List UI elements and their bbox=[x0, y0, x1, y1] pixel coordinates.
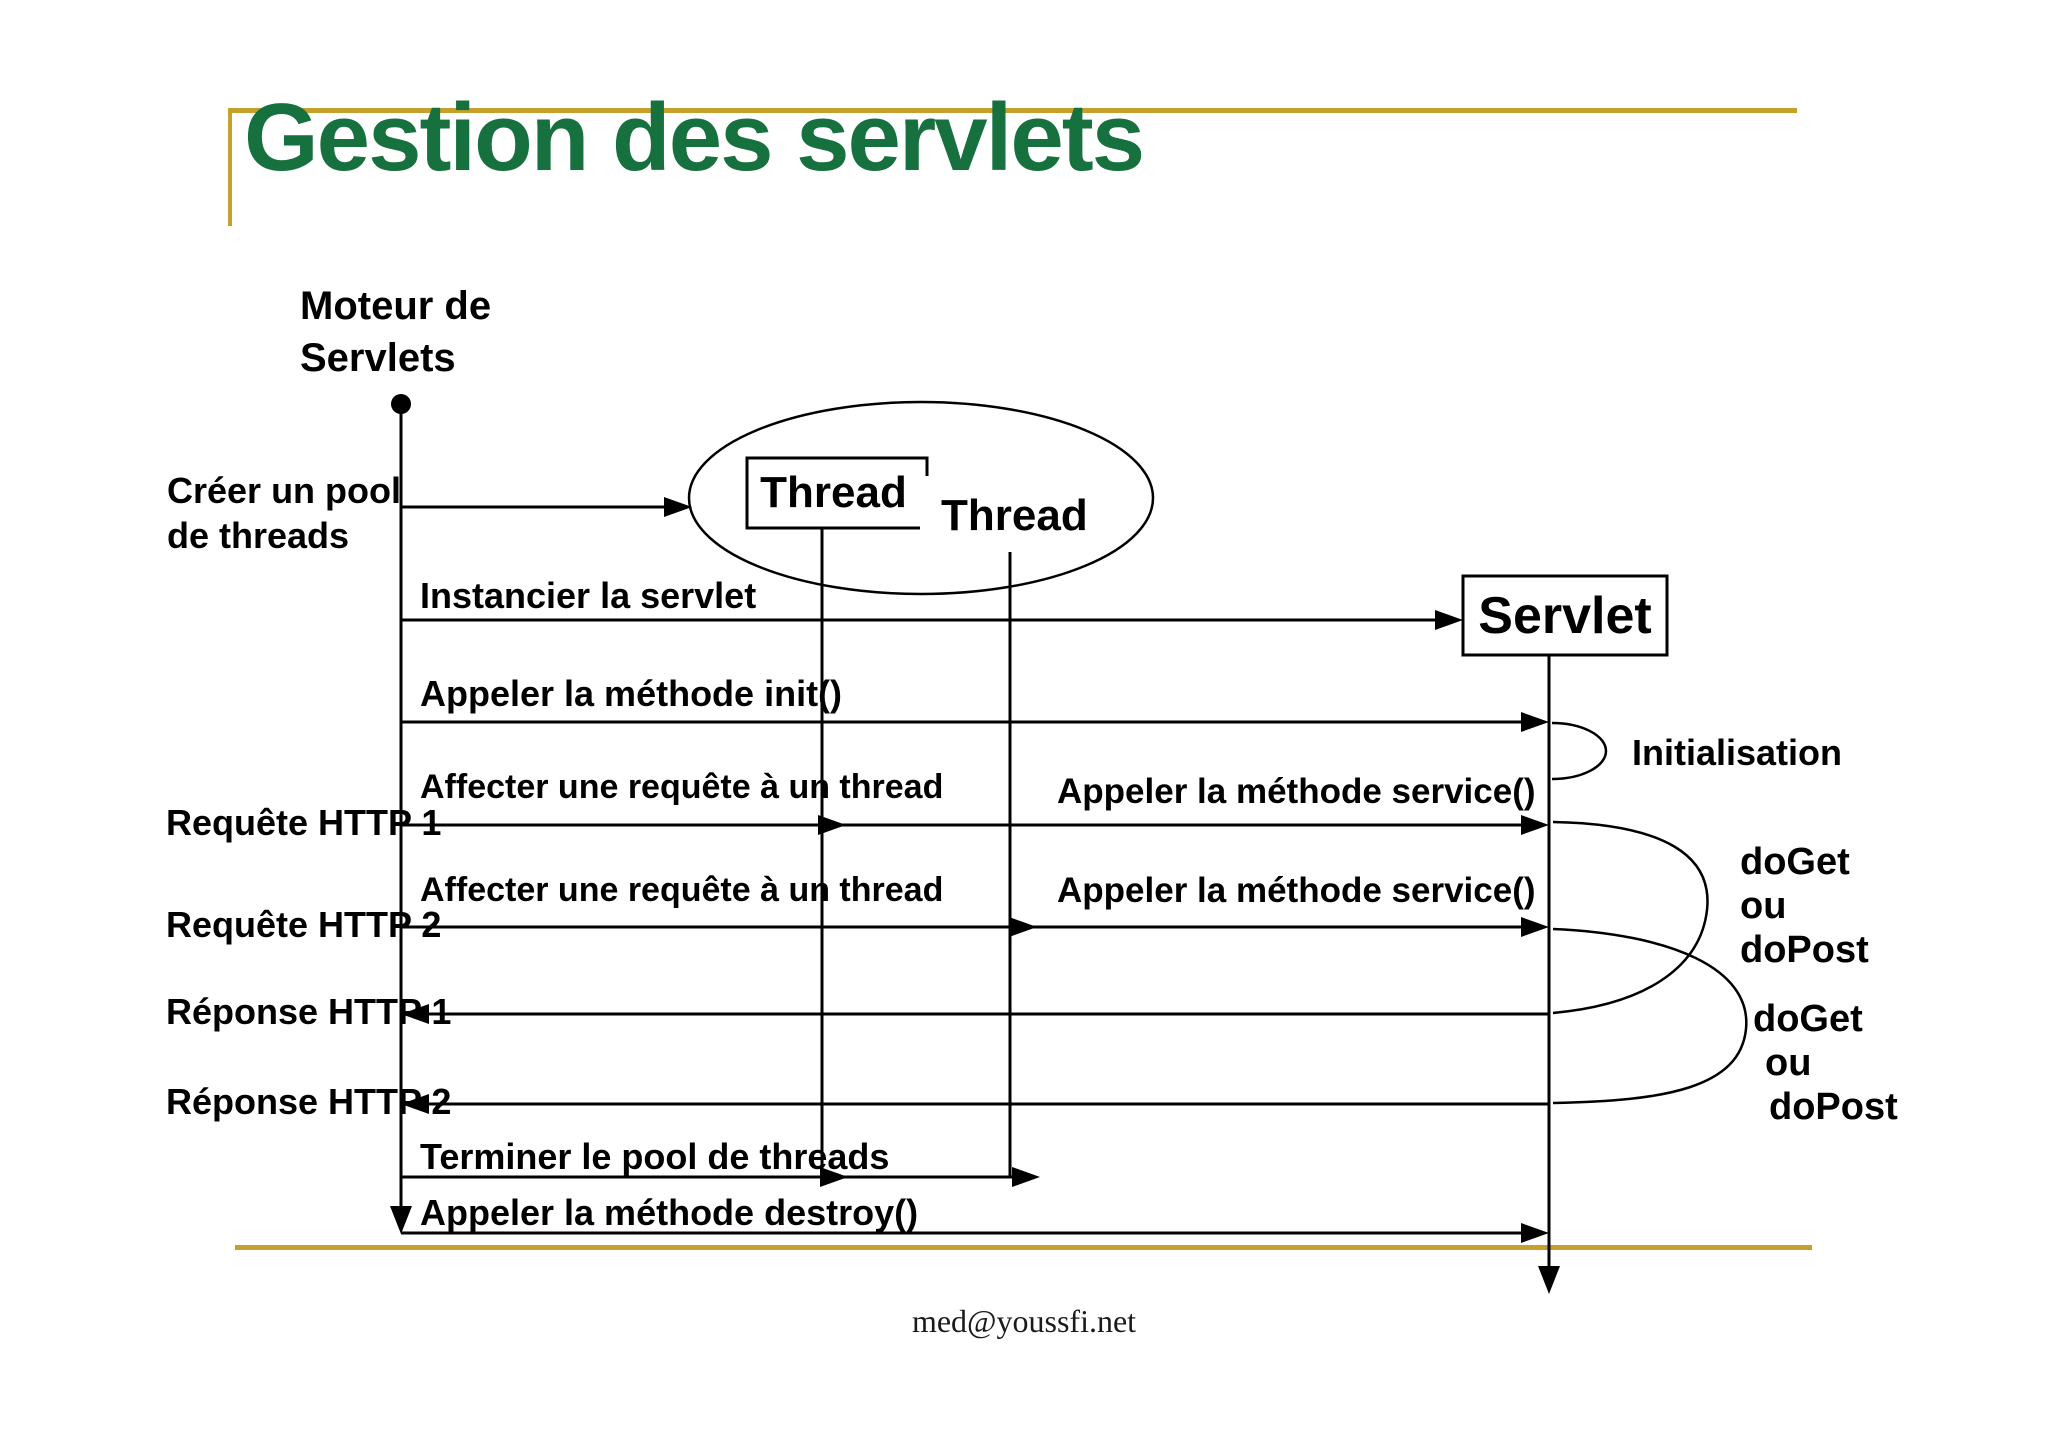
affecter-2-label: Affecter une requête à un thread bbox=[420, 871, 944, 909]
creer-line1: Créer un pool bbox=[167, 470, 402, 511]
servlet-box bbox=[1461, 574, 1669, 657]
arrow-requete2 bbox=[401, 917, 1549, 937]
doget-dopost-label-1: doGet ou doPost bbox=[1740, 840, 1869, 972]
service-1-label: Appeler la méthode service() bbox=[1057, 772, 1536, 811]
title-top-rule bbox=[228, 108, 1797, 113]
terminer-label: Terminer le pool de threads bbox=[420, 1136, 890, 1177]
down-arrowhead-icon bbox=[390, 1206, 412, 1234]
footer-email: med@youssfi.net bbox=[911, 1303, 1137, 1339]
doget-arc-1 bbox=[1552, 820, 1709, 1015]
moteur-line2: Servlets bbox=[300, 336, 456, 380]
service-2-label: Appeler la méthode service() bbox=[1057, 871, 1536, 910]
doget1-line2: ou bbox=[1740, 885, 1787, 928]
mid-arrowhead-thread1 bbox=[818, 815, 846, 835]
doget2-line1: doGet bbox=[1753, 998, 1863, 1040]
initialisation-label: Initialisation bbox=[1632, 732, 1843, 773]
arrow-creer-pool bbox=[401, 497, 692, 517]
thread-pool-ellipse bbox=[687, 400, 1155, 596]
doget-arc-2 bbox=[1552, 927, 1748, 1105]
doget2-line2: ou bbox=[1765, 1042, 1812, 1085]
servlet-box-label: Servlet bbox=[1478, 586, 1652, 645]
moteur-de-servlets-label: Moteur de Servlets bbox=[300, 280, 491, 384]
thread-box bbox=[745, 456, 929, 530]
destroy-label: Appeler la méthode destroy() bbox=[420, 1192, 919, 1233]
moteur-lifeline bbox=[390, 394, 412, 1234]
doget-dopost-label-2: doGet ou doPost bbox=[1753, 997, 1898, 1129]
arrow-terminer bbox=[401, 1167, 1040, 1187]
mid-arrowhead-thread2 bbox=[1009, 917, 1037, 937]
requete-http-1-label: Requête HTTP 1 bbox=[166, 802, 442, 843]
arrow-reponse1 bbox=[401, 1004, 1549, 1024]
doget2-line3: doPost bbox=[1769, 1086, 1898, 1129]
reponse-http-2-label: Réponse HTTP 2 bbox=[166, 1081, 452, 1122]
doget1-line1: doGet bbox=[1740, 841, 1850, 883]
instancier-label: Instancier la servlet bbox=[420, 575, 757, 616]
reponse-http-1-label: Réponse HTTP 1 bbox=[166, 991, 452, 1032]
page-title: Gestion des servlets bbox=[244, 84, 1145, 191]
thread-plain-label: Thread bbox=[941, 491, 1088, 540]
requete-http-2-label: Requête HTTP 2 bbox=[166, 904, 442, 945]
title-left-rule bbox=[228, 108, 232, 226]
creer-line2: de threads bbox=[167, 515, 350, 556]
affecter-1-label: Affecter une requête à un thread bbox=[420, 768, 944, 806]
down-arrowhead-icon bbox=[1538, 1266, 1560, 1294]
initialisation-arc bbox=[1551, 721, 1608, 781]
arrow-reponse2 bbox=[401, 1094, 1549, 1114]
creer-pool-label: Créer un pool de threads bbox=[167, 468, 401, 558]
arrow-destroy bbox=[401, 1223, 1549, 1243]
mid-arrowhead-thread1 bbox=[820, 1167, 848, 1187]
arrow-instancier bbox=[401, 610, 1463, 630]
moteur-line1: Moteur de bbox=[300, 284, 492, 328]
thread-boxed-label: Thread bbox=[760, 468, 907, 517]
arrow-requete1 bbox=[401, 815, 1549, 835]
bottom-rule bbox=[235, 1245, 1812, 1250]
arrow-init bbox=[401, 712, 1549, 732]
init-label: Appeler la méthode init() bbox=[420, 673, 843, 714]
doget1-line3: doPost bbox=[1740, 929, 1869, 972]
servlet-lifeline bbox=[1538, 655, 1560, 1294]
